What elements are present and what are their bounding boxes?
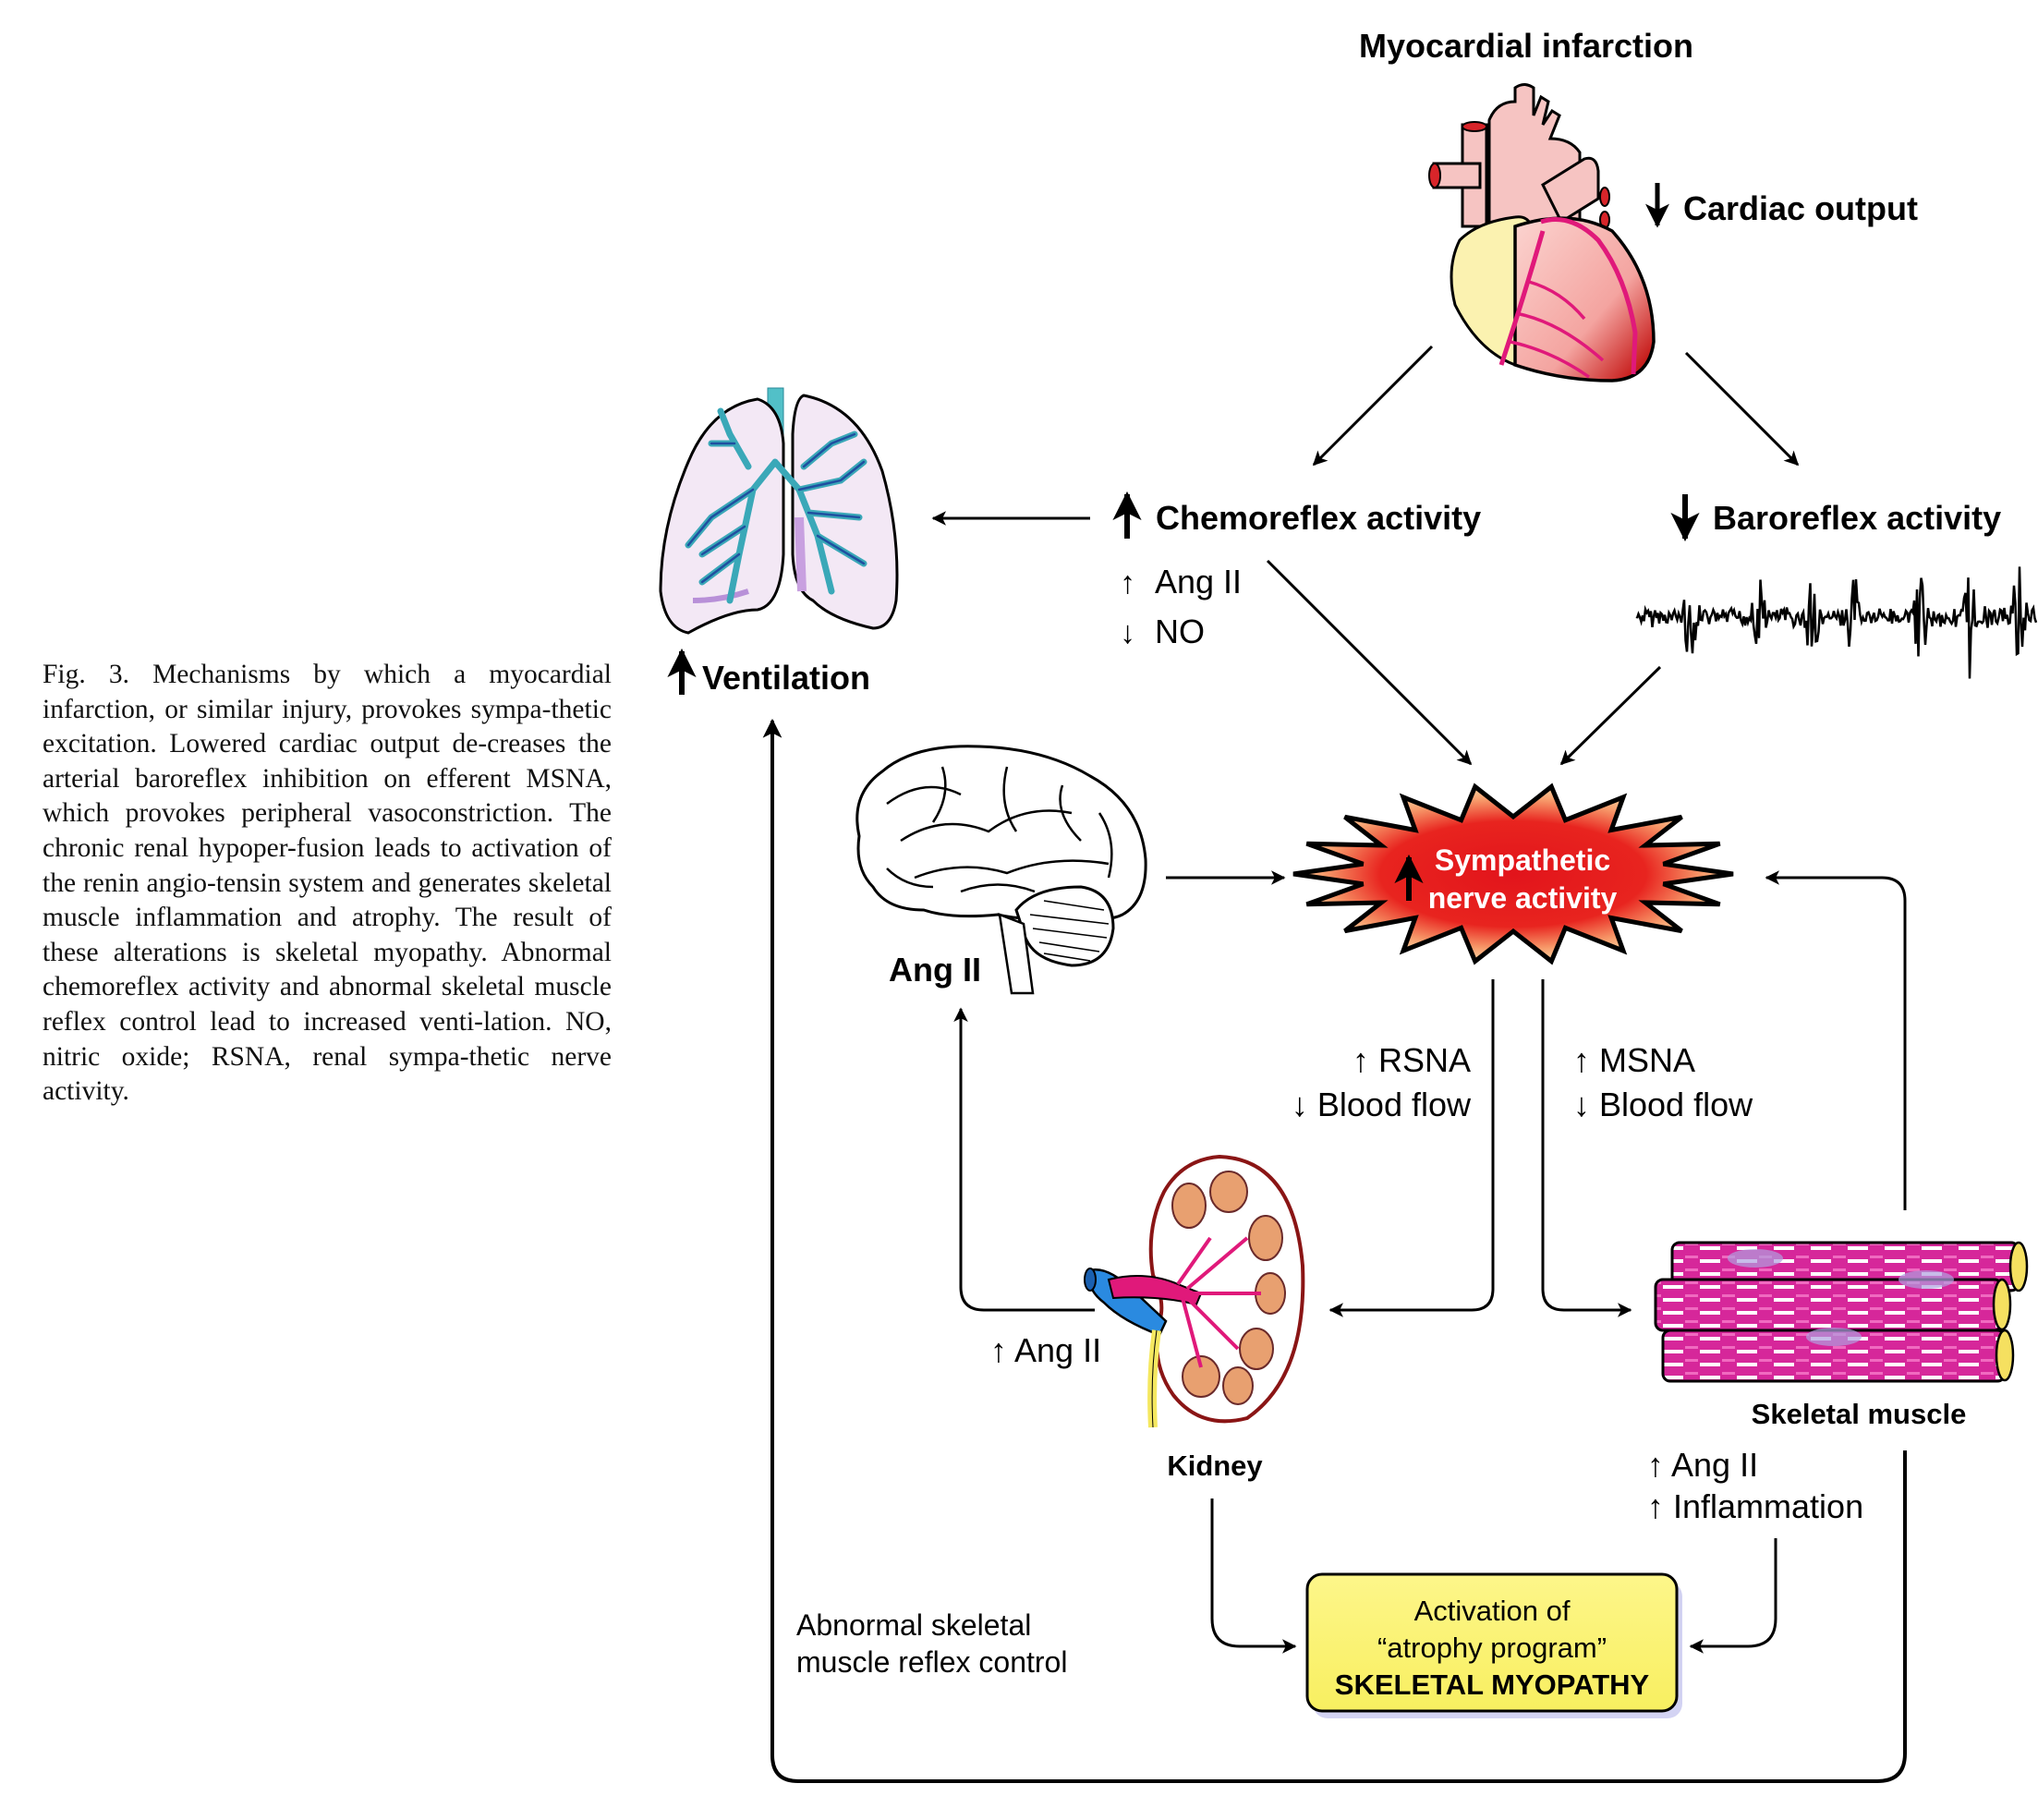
chemoreflex-label: Chemoreflex activity xyxy=(1112,491,1481,539)
reflex-note-line2: muscle reflex control xyxy=(796,1645,1067,1679)
kidney-label: Kidney xyxy=(1167,1450,1263,1482)
svg-text:↓: ↓ xyxy=(1120,615,1135,650)
heart-illustration xyxy=(1428,83,1656,382)
sympathetic-starburst: Sympathetic nerve activity xyxy=(1292,783,1734,965)
cardiac-output-label: Cardiac output xyxy=(1645,183,1918,228)
svg-text:nerve activity: nerve activity xyxy=(1428,881,1618,915)
svg-text:Ang II: Ang II xyxy=(1155,563,1242,601)
arrow-muscle-reflex-to-ventilation xyxy=(762,718,1907,1783)
reflex-note-line1: Abnormal skeletal xyxy=(796,1608,1031,1642)
muscle-output-ang-ii: ↑ Ang II xyxy=(1647,1446,1758,1484)
arrow-kidney-to-myopathy xyxy=(1210,1498,1297,1654)
baroreflex-label: Baroreflex activity xyxy=(1670,494,2001,542)
arrow-sympathetic-to-muscle xyxy=(1541,979,1632,1317)
renal-branch-line1: ↑ RSNA xyxy=(1353,1041,1471,1079)
ventilation-label: Ventilation xyxy=(667,648,870,697)
svg-text:↑: ↑ xyxy=(1120,565,1135,601)
svg-text:NO: NO xyxy=(1155,613,1205,650)
brain-ang-ii-label: Ang II xyxy=(889,951,981,989)
diagram-title: Myocardial infarction xyxy=(1359,27,1693,65)
skeletal-muscle-label: Skeletal muscle xyxy=(1752,1398,1967,1430)
svg-text:“atrophy program”: “atrophy program” xyxy=(1377,1632,1607,1664)
figure-caption: Fig. 3. Mechanisms by which a myocardial… xyxy=(42,658,612,1110)
kidney-ang-ii-output: ↑ Ang II xyxy=(990,1331,1101,1369)
chemoreflex-mediators: ↑ Ang II ↓ NO xyxy=(1120,563,1242,650)
arrow-baroreflex-to-sympathetic xyxy=(1559,665,1662,766)
arrow-muscle-to-myopathy xyxy=(1689,1538,1777,1654)
skeletal-muscle-illustration xyxy=(1654,1241,2029,1383)
brain-illustration xyxy=(855,745,1147,995)
lungs-illustration xyxy=(659,387,899,635)
arrow-sympathetic-to-kidney xyxy=(1328,979,1495,1317)
svg-text:Ventilation: Ventilation xyxy=(702,659,870,697)
svg-text:SKELETAL MYOPATHY: SKELETAL MYOPATHY xyxy=(1335,1668,1650,1701)
msna-trace xyxy=(1635,566,2038,679)
arrow-heart-to-baroreflex xyxy=(1684,351,1800,467)
arrow-chemoreflex-to-sympathetic xyxy=(1266,559,1473,766)
svg-text:Sympathetic: Sympathetic xyxy=(1435,843,1610,877)
svg-text:Chemoreflex activity: Chemoreflex activity xyxy=(1156,499,1481,537)
svg-text:Cardiac output: Cardiac output xyxy=(1683,189,1918,227)
caption-text: Fig. 3. Mechanisms by which a myocardial… xyxy=(42,660,612,1107)
svg-text:Baroreflex activity: Baroreflex activity xyxy=(1713,499,2001,537)
kidney-illustration xyxy=(1084,1154,1305,1428)
arrow-muscle-to-sympathetic xyxy=(1765,870,1907,1210)
arrow-kidney-to-brain xyxy=(953,1007,1095,1312)
muscle-branch-line1: ↑ MSNA xyxy=(1573,1041,1695,1079)
skeletal-myopathy-box: Activation of “atrophy program” SKELETAL… xyxy=(1305,1572,1682,1718)
muscle-output-inflammation: ↑ Inflammation xyxy=(1647,1487,1863,1525)
renal-branch-line2: ↓ Blood flow xyxy=(1292,1086,1472,1123)
arrow-heart-to-chemoreflex xyxy=(1312,345,1434,467)
muscle-branch-line2: ↓ Blood flow xyxy=(1573,1086,1753,1123)
svg-text:Activation of: Activation of xyxy=(1414,1595,1571,1627)
